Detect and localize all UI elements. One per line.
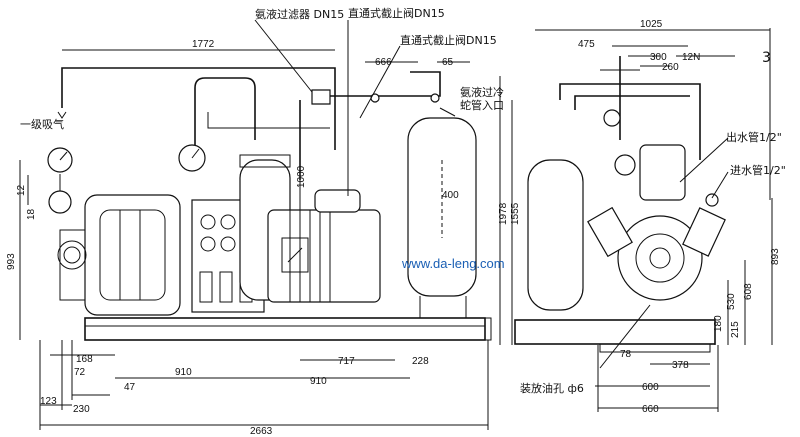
dim-78: 78 (620, 349, 632, 360)
dim-47: 47 (124, 382, 136, 393)
dim-717: 717 (338, 356, 355, 367)
suction-pipe (61, 67, 336, 118)
dim-893: 893 (770, 248, 781, 265)
front-view (19, 19, 492, 430)
dim-12n: 12N (682, 52, 700, 63)
dim-600: 600 (642, 382, 659, 393)
label-water-outlet: 出水管1/2" (726, 130, 782, 144)
watermark-url: www.da-leng.com (401, 256, 505, 271)
dim-608: 608 (743, 283, 754, 300)
electric-motor (267, 209, 381, 303)
dim-230: 230 (73, 404, 90, 415)
label-stop-valve-1: 直通式截止阀DN15 (348, 6, 445, 20)
dim-228: 228 (412, 356, 429, 367)
dim-12: 12 (16, 184, 27, 196)
dim-72: 72 (74, 367, 86, 378)
dim-1772: 1772 (192, 39, 215, 50)
side-base (514, 319, 716, 345)
text-layer: 氨液过滤器 DN15 直通式截止阀DN15 直通式截止阀DN15 一级吸气 氨液… (20, 6, 786, 395)
compressor-body (84, 194, 181, 316)
dim-993: 993 (6, 253, 17, 270)
stop-valve-2 (430, 93, 440, 103)
dim-400: 400 (442, 190, 459, 201)
dim-910-a: 910 (175, 367, 192, 378)
dim-1000: 1000 (296, 165, 307, 188)
dim-168: 168 (76, 354, 93, 365)
figure-number: 3 (762, 50, 771, 66)
dim-180: 180 (713, 315, 724, 332)
dim-378: 378 (672, 360, 689, 371)
dim-1555: 1555 (510, 202, 521, 225)
dim-18: 18 (26, 208, 37, 220)
dim-660: 660 (642, 404, 659, 415)
label-ammonia-coil-2: 蛇管入口 (460, 98, 504, 112)
dim-910-b: 910 (310, 376, 327, 387)
side-vessel (527, 159, 584, 311)
dim-300: 300 (650, 52, 667, 63)
gauge-2 (48, 190, 72, 214)
dim-530: 530 (726, 293, 737, 310)
side-compressor (617, 215, 703, 301)
intercooler-pipe (194, 77, 256, 145)
side-view (499, 28, 773, 412)
dim-666: 666 (375, 57, 392, 68)
dim-65: 65 (442, 57, 454, 68)
label-first-stage-suction: 一级吸气 (20, 117, 64, 131)
dim-1025: 1025 (640, 19, 663, 30)
ammonia-filter (311, 89, 331, 105)
dimension-layer: 1772 666 65 1025 475 300 260 12N 1000 40… (6, 19, 781, 437)
label-stop-valve-2: 直通式截止阀DN15 (400, 33, 497, 47)
receiver-vessel (407, 117, 477, 297)
base-frame (84, 317, 486, 341)
dim-260: 260 (662, 62, 679, 73)
dim-123: 123 (40, 396, 57, 407)
dim-1978: 1978 (498, 202, 509, 225)
dim-475: 475 (578, 39, 595, 50)
label-oil-drain: 装放油孔 ф6 (520, 381, 584, 395)
label-water-inlet: 进水管1/2" (730, 163, 786, 177)
label-ammonia-coil-1: 氨液过冷 (460, 85, 504, 99)
label-ammonia-filter: 氨液过滤器 DN15 (255, 7, 344, 21)
dim-2663: 2663 (250, 426, 273, 437)
dim-215: 215 (730, 321, 741, 338)
